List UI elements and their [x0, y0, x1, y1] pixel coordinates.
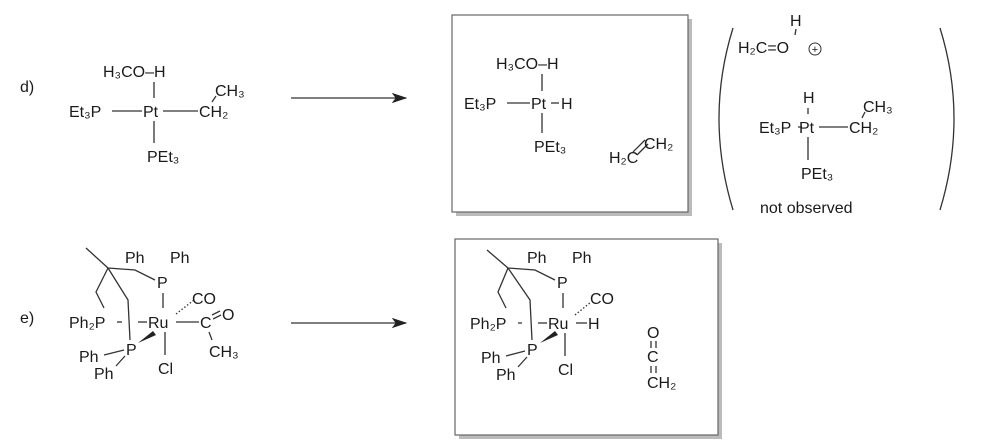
ketene-carbon: C — [647, 349, 659, 366]
ethylene-ch2-right: CH₂ — [644, 136, 673, 153]
methanol-ligand: H₃CO–H — [103, 64, 166, 81]
double-bond — [636, 143, 649, 156]
phosphorus-top: P — [557, 275, 568, 292]
reaction-e: e) Ph Ph P Ph₂P Ru CO C O CH₃ P Ph — [20, 238, 722, 439]
wedge-bond — [540, 331, 558, 343]
reactant-pt-ethyl-complex: H₃CO–H Et₃P Pt CH₂ CH₃ PEt₃ — [69, 64, 245, 166]
ligand-bottom: PEt₃ — [534, 139, 566, 156]
ethyl-ch3: CH₃ — [863, 99, 893, 116]
phenyl: Ph — [481, 350, 501, 367]
ethyl-ch2: CH₂ — [849, 120, 878, 137]
ketene-ch2: CH₂ — [647, 375, 676, 392]
phosphorus-top: P — [157, 275, 168, 292]
bond — [861, 111, 866, 119]
oxonium-h: H — [790, 13, 802, 30]
bond — [208, 331, 213, 341]
phosphorus-lower: P — [527, 342, 538, 359]
ethylene-ch2-left: H₂C — [609, 150, 638, 167]
oxonium-ion: H₂C=O — [738, 40, 789, 57]
product-box: Ph Ph P Ph₂P Ru CO H P Ph Ph Cl O C — [454, 238, 722, 439]
backbone-bond — [85, 247, 156, 281]
metal-center: Pt — [531, 96, 547, 113]
carbonyl-ligand: CO — [192, 291, 216, 308]
not-observed-caption: not observed — [760, 200, 853, 217]
ph2p-ligand: Ph₂P — [69, 315, 105, 332]
metal-center: Pt — [799, 120, 815, 137]
reaction-d: d) H₃CO–H Et₃P Pt CH₂ CH₃ PEt₃ H₃CO–H Et… — [20, 13, 955, 217]
ligand-left: Et₃P — [464, 96, 496, 113]
phosphorus-lower: P — [126, 342, 137, 359]
hashed-bond — [175, 299, 195, 315]
acyl-carbon: C — [200, 315, 212, 332]
bond — [115, 355, 126, 367]
ph2p-ligand: Ph₂P — [470, 316, 506, 333]
bond — [517, 356, 528, 368]
hydride: H — [588, 316, 600, 333]
chloride: Cl — [158, 361, 173, 378]
box — [454, 238, 719, 436]
reaction-label: e) — [20, 310, 34, 327]
metal-center: Ru — [548, 316, 568, 333]
phenyl: Ph — [94, 366, 114, 383]
backbone-bond — [95, 267, 109, 309]
metal-center: Ru — [148, 315, 168, 332]
double-bond — [212, 314, 222, 320]
backbone-bond — [107, 267, 131, 341]
acyl-oxygen: O — [222, 307, 234, 324]
methanol-ligand: H₃CO–H — [496, 56, 559, 73]
reactant-ru-acyl-complex: Ph Ph P Ph₂P Ru CO C O CH₃ P Ph Ph Cl — [69, 247, 239, 383]
double-bond — [211, 310, 221, 316]
bond — [211, 95, 217, 103]
positive-charge-icon — [808, 42, 822, 56]
phenyl: Ph — [496, 367, 516, 384]
metal-center: Pt — [143, 104, 159, 121]
ligand-left: Et₃P — [69, 104, 101, 121]
backbone-bond — [497, 267, 509, 309]
hydride: H — [561, 96, 573, 113]
bond — [103, 349, 125, 356]
backbone-bond — [507, 267, 533, 341]
ketene-oxygen: O — [647, 325, 659, 342]
ligand-left: Et₃P — [759, 120, 791, 137]
right-parenthesis — [939, 27, 955, 211]
ketene: O C CH₂ — [647, 325, 676, 392]
wedge-bond — [138, 331, 156, 343]
phenyl: Ph — [572, 250, 592, 267]
backbone-bond — [486, 249, 556, 281]
product-box: H₃CO–H Et₃P Pt H PEt₃ H₂C CH₂ — [451, 14, 692, 216]
left-parenthesis — [718, 27, 734, 211]
charge-sign: + — [812, 44, 818, 56]
chloride: Cl — [558, 362, 573, 379]
carbonyl-ligand: CO — [590, 291, 614, 308]
phenyl: Ph — [170, 250, 190, 267]
bond — [505, 350, 526, 357]
ligand-bottom: PEt₃ — [801, 166, 833, 183]
box — [451, 14, 689, 213]
ligand-bottom: PEt₃ — [147, 149, 179, 166]
reaction-label: d) — [20, 79, 34, 96]
ethyl-ch3: CH₃ — [215, 83, 245, 100]
acyl-methyl: CH₃ — [209, 344, 239, 361]
phenyl: Ph — [125, 250, 145, 267]
phenyl: Ph — [79, 349, 99, 366]
bond — [794, 28, 797, 36]
phenyl: Ph — [527, 250, 547, 267]
ethyl-ch2: CH₂ — [199, 104, 228, 121]
not-observed-products: H H₂C=O + H Et₃P Pt CH₂ CH₃ PEt₃ not obs… — [718, 13, 955, 217]
hydride: H — [803, 90, 815, 107]
double-bond — [632, 139, 646, 153]
